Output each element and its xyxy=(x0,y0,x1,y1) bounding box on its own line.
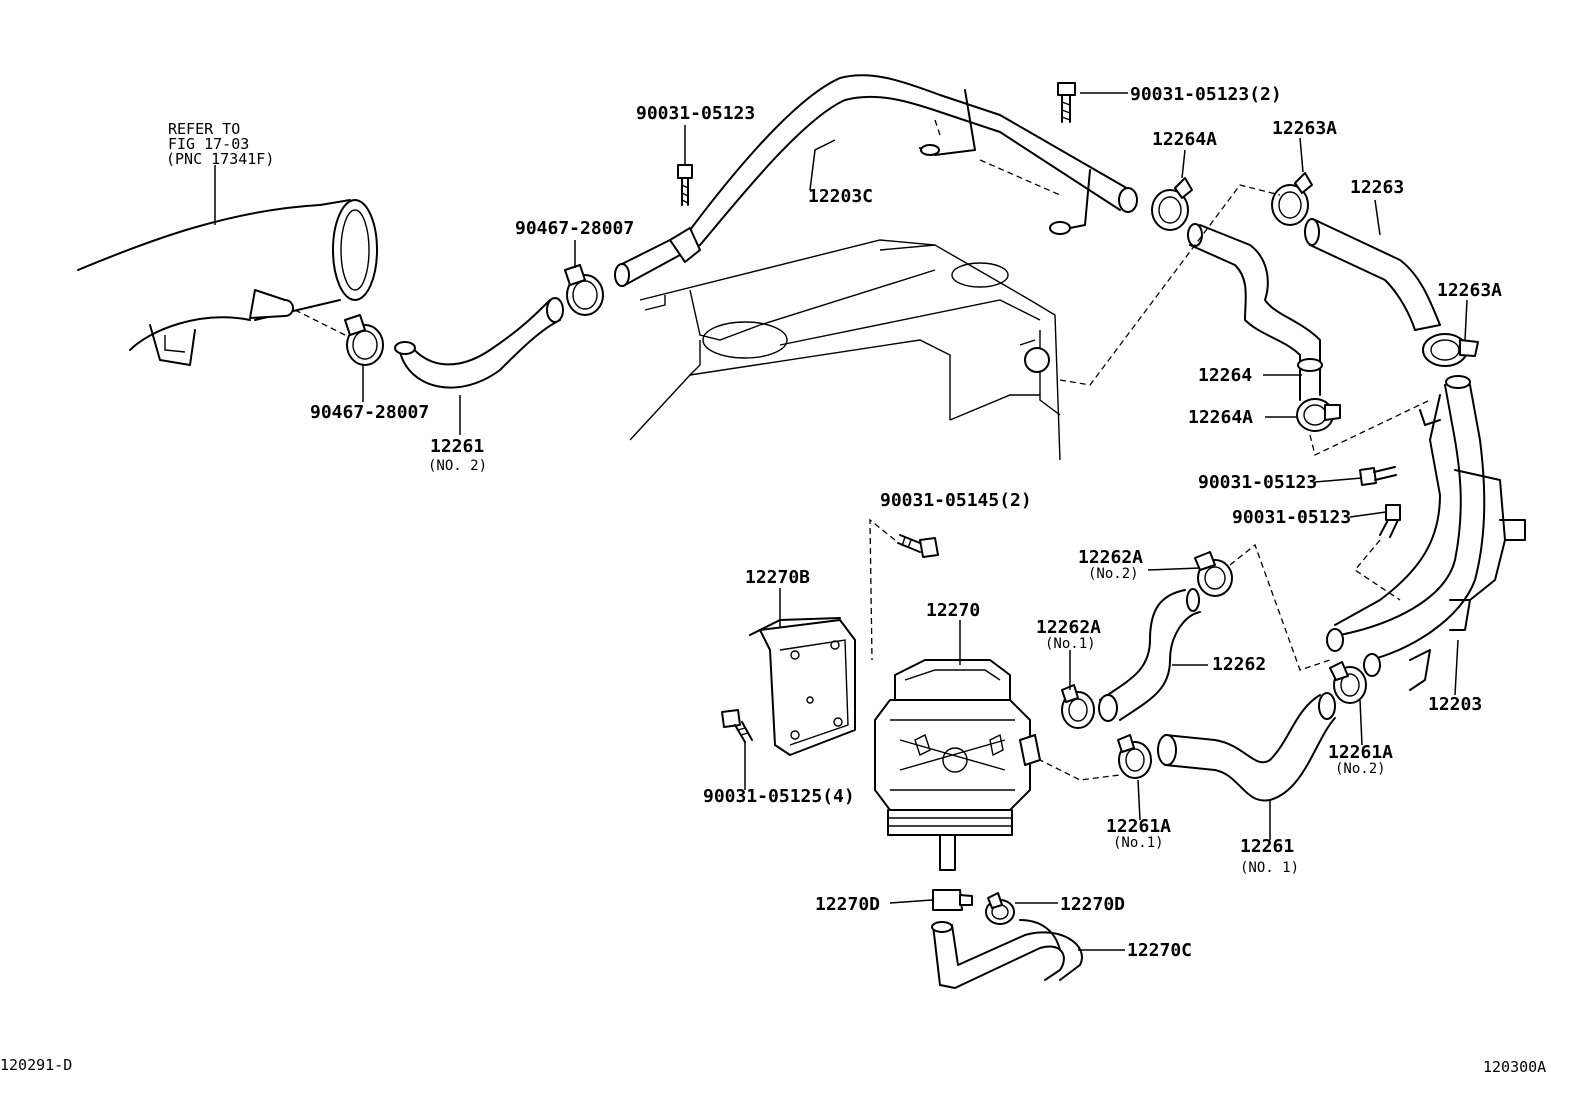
clamp-90467-28007-top xyxy=(564,264,604,316)
air-intake-duct xyxy=(77,199,378,366)
refer-line-2: FIG 17-03 xyxy=(168,135,249,153)
pipe-12203 xyxy=(1326,375,1526,691)
label-12261A-no1-sub: (No.1) xyxy=(1113,835,1164,851)
bolt-90031-05145 xyxy=(897,534,939,558)
clamp-12263A-top xyxy=(1271,172,1313,226)
clamp-12270D-left xyxy=(932,889,973,911)
label-90467-28007-bottom: 90467-28007 xyxy=(310,402,429,423)
bolt-90031-05125 xyxy=(721,709,753,743)
dash-top-right xyxy=(1059,184,1281,386)
label-12262A-no2-sub: (No.2) xyxy=(1088,566,1139,582)
pipe-12203C xyxy=(614,74,1138,287)
hose-12262 xyxy=(1098,588,1201,722)
hose-12261-no2 xyxy=(394,297,564,389)
label-12261-no1-sub: (NO. 1) xyxy=(1240,860,1299,876)
dash-12262 xyxy=(1229,543,1331,671)
label-12203C: 12203C xyxy=(808,186,873,207)
label-12270D-left: 12270D xyxy=(815,894,880,915)
clamp-12264A-top xyxy=(1151,177,1193,231)
dash-right-2 xyxy=(1354,539,1401,601)
label-12270B: 12270B xyxy=(745,567,810,588)
dash-right-1 xyxy=(1309,399,1431,456)
engine-block xyxy=(629,239,1061,461)
dash-clamp-duct xyxy=(294,309,346,336)
label-12264: 12264 xyxy=(1198,365,1252,386)
air-pump-12270 xyxy=(874,659,1041,871)
clamp-12262A-no2 xyxy=(1194,551,1233,597)
label-90031-05123-2: 90031-05123(2) xyxy=(1130,84,1282,105)
bolt-90031-05123-top xyxy=(677,164,693,206)
bolt-90031-05123-right1 xyxy=(1359,466,1397,486)
label-12262A-no1-sub: (No.1) xyxy=(1045,636,1096,652)
label-12261A-no2: 12261A xyxy=(1328,742,1393,763)
label-12261-no2-sub: (NO. 2) xyxy=(428,458,487,474)
leader-lines xyxy=(214,92,1468,951)
hose-12270C xyxy=(931,919,1083,989)
label-90031-05123-right1: 90031-05123 xyxy=(1198,472,1317,493)
code-left: 120291-D xyxy=(0,1056,72,1074)
clamp-12264A-bottom xyxy=(1296,398,1341,432)
clamp-90467-28007-bottom xyxy=(344,314,384,366)
clamp-12270D-right xyxy=(985,892,1015,925)
clamp-12261A-no2 xyxy=(1329,661,1367,704)
label-12264A-bottom: 12264A xyxy=(1188,407,1253,428)
clamp-12263A-right xyxy=(1422,333,1479,367)
label-90031-05123-top: 90031-05123 xyxy=(636,103,755,124)
label-12270C: 12270C xyxy=(1127,940,1192,961)
label-90031-05123-right2: 90031-05123 xyxy=(1232,507,1351,528)
refer-line-1: REFER TO xyxy=(168,120,240,138)
bracket-12270B xyxy=(749,617,856,756)
label-90467-28007-top: 90467-28007 xyxy=(515,218,634,239)
clamp-12261A-no1 xyxy=(1117,734,1152,779)
hose-12264 xyxy=(1187,223,1323,401)
label-12270: 12270 xyxy=(926,600,980,621)
code-right: 120300A xyxy=(1483,1058,1546,1076)
hose-12263 xyxy=(1304,218,1441,331)
label-12263A-right: 12263A xyxy=(1437,280,1502,301)
label-12263: 12263 xyxy=(1350,177,1404,198)
label-12263A-top: 12263A xyxy=(1272,118,1337,139)
label-12261A-no1: 12261A xyxy=(1106,816,1171,837)
clamp-12262A-no1 xyxy=(1061,684,1095,729)
label-12264A-top: 12264A xyxy=(1152,129,1217,150)
part-labels: REFER TO FIG 17-03 (PNC 17341F) 90031-05… xyxy=(0,84,1546,1076)
dash-05145 xyxy=(869,518,896,661)
hose-12261-no1 xyxy=(1157,692,1336,802)
label-12270D-right: 12270D xyxy=(1060,894,1125,915)
bolt-90031-05123-right2 xyxy=(1379,504,1401,538)
bolt-90031-05123-2 xyxy=(1057,82,1076,123)
refer-line-3: (PNC 17341F) xyxy=(166,150,274,168)
label-90031-05125: 90031-05125(4) xyxy=(703,786,855,807)
label-12203: 12203 xyxy=(1428,694,1482,715)
label-12262: 12262 xyxy=(1212,654,1266,675)
label-12261A-no2-sub: (No.2) xyxy=(1335,761,1386,777)
label-90031-05145: 90031-05145(2) xyxy=(880,490,1032,511)
label-12262A-no1: 12262A xyxy=(1036,617,1101,638)
label-12261-no1: 12261 xyxy=(1240,836,1294,857)
label-12262A-no2: 12262A xyxy=(1078,547,1143,568)
label-12261-no2: 12261 xyxy=(430,436,484,457)
